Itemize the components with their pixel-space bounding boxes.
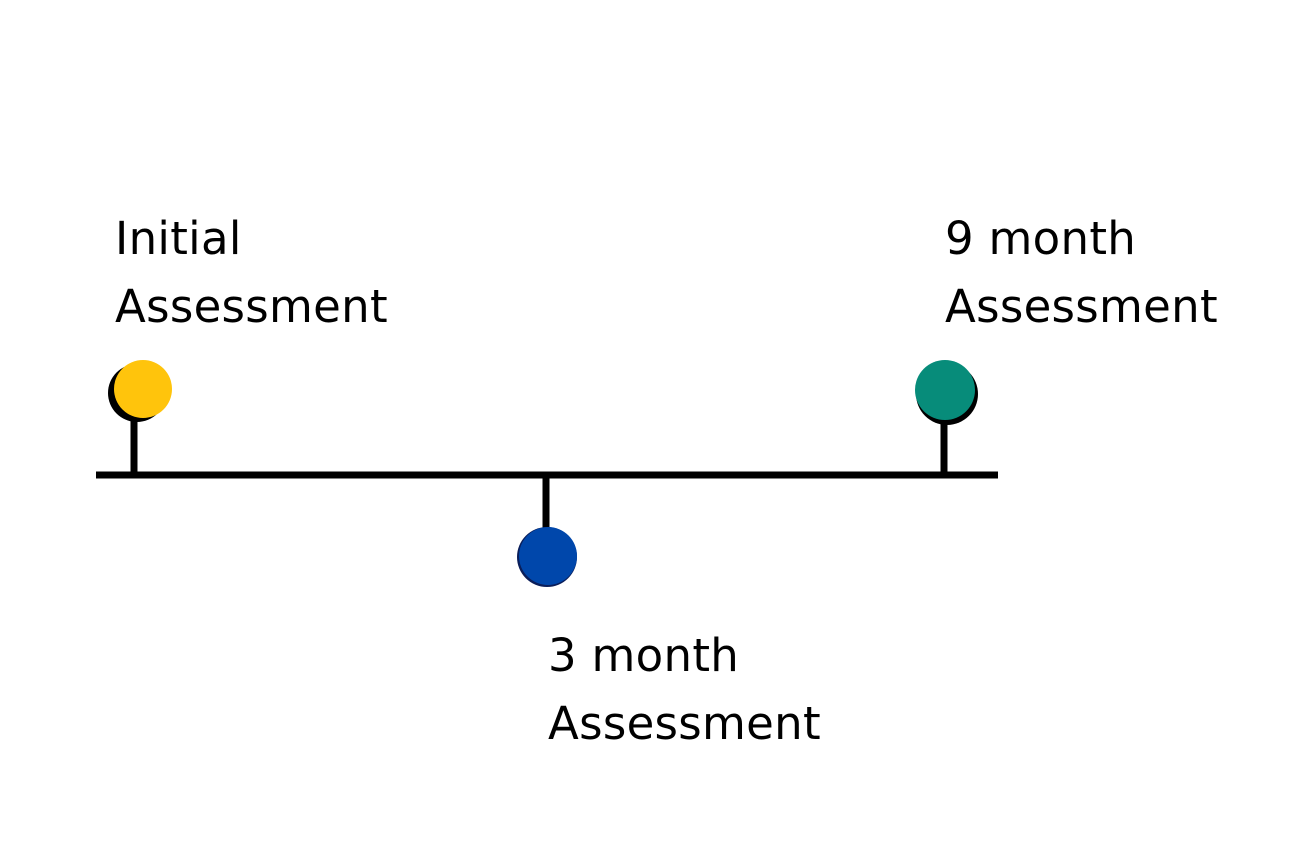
nine-month-assessment-label: 9 month Assessment (945, 205, 1218, 341)
three-month-assessment-label: 3 month Assessment (548, 622, 821, 758)
three-month-pin (519, 527, 577, 585)
initial-pin (114, 360, 172, 418)
initial-label-line1: Initial (115, 212, 242, 265)
three-month-label-line1: 3 month (548, 629, 740, 682)
three-month-label-line2: Assessment (548, 697, 821, 750)
nine-month-label-line1: 9 month (945, 212, 1137, 265)
initial-label-line2: Assessment (115, 280, 388, 333)
initial-assessment-label: Initial Assessment (115, 205, 388, 341)
nine-month-label-line2: Assessment (945, 280, 1218, 333)
nine-month-pin (915, 360, 975, 420)
